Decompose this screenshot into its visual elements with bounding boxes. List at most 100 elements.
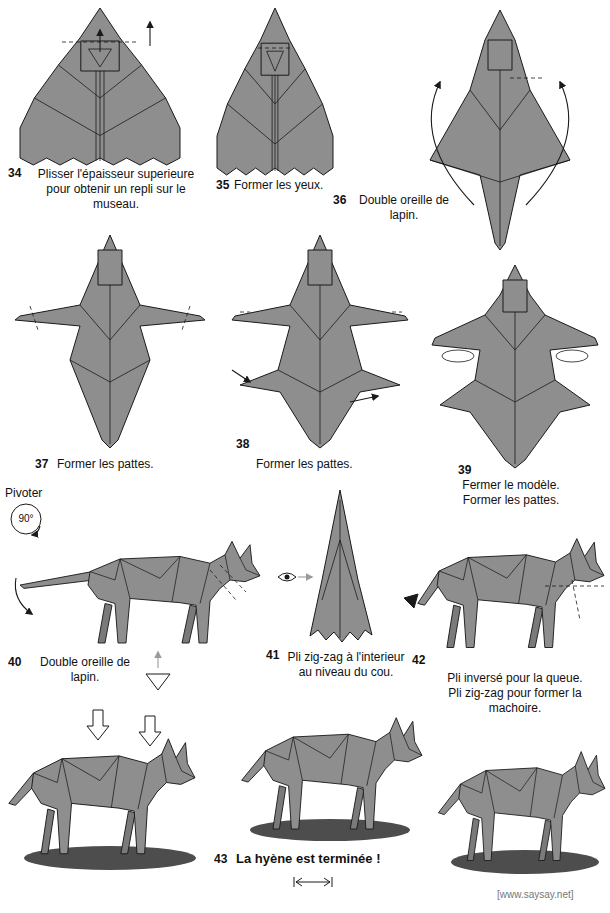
crease [200, 563, 210, 603]
turn-arrow [556, 350, 588, 362]
crease [293, 734, 348, 758]
muzzle-crease [267, 51, 284, 71]
crease [277, 75, 278, 171]
fold-arrow [149, 22, 150, 46]
scale-arrow [296, 882, 330, 883]
crease [70, 360, 150, 382]
head-fold [308, 250, 332, 285]
body [437, 539, 604, 648]
press-arrow [139, 716, 161, 746]
crease [470, 90, 530, 130]
step-number: 36 [333, 193, 346, 208]
crease [172, 556, 180, 601]
step-number: 43 [214, 852, 227, 867]
front-leg [539, 820, 552, 861]
step-caption: Former les yeux. [234, 178, 323, 193]
rotate-note: Pivoter [5, 486, 42, 501]
crease [138, 764, 148, 810]
fold-arrow [157, 652, 158, 668]
body [264, 718, 422, 829]
crease [266, 737, 294, 760]
crease [519, 555, 527, 604]
crease [58, 65, 141, 98]
crease [341, 734, 348, 784]
center-crease [515, 312, 516, 464]
crease [34, 759, 63, 783]
fold-line [220, 565, 246, 592]
crease [390, 732, 395, 760]
curved-arrow [15, 578, 32, 614]
center-crease [275, 75, 276, 171]
fold-arrow [232, 370, 250, 382]
crease [486, 768, 537, 791]
hyena-figure [9, 739, 195, 854]
crease [430, 160, 570, 182]
crease [120, 559, 130, 598]
hyena-figure [438, 752, 605, 861]
step-number: 42 [412, 653, 425, 668]
crease [485, 315, 545, 350]
step-number: 34 [8, 166, 21, 181]
hind-leg [273, 786, 286, 829]
crease [278, 370, 362, 392]
fold-line [572, 580, 580, 620]
fold-line [30, 306, 38, 330]
pivot-arrow [32, 526, 40, 535]
crease [62, 759, 71, 804]
step-caption: Double oreille de lapin. [30, 655, 140, 685]
crease [227, 104, 322, 144]
curved-arrow [431, 82, 474, 205]
body [459, 752, 605, 861]
step-caption: Former les pattes. [256, 457, 353, 472]
crease [322, 540, 340, 600]
center-crease [110, 285, 111, 444]
crease [96, 71, 97, 161]
step-number: 41 [266, 648, 279, 663]
center-crease [500, 70, 501, 246]
hind-leg [41, 809, 54, 854]
center-crease [100, 71, 101, 161]
final-caption: La hyène est terminée ! [236, 851, 381, 867]
angle-label: 90° [12, 513, 40, 526]
step-caption: Fermer le modèle. Former les pattes. [452, 478, 570, 508]
crease [588, 770, 605, 789]
crease [120, 556, 180, 578]
tail [20, 572, 94, 589]
crease [439, 558, 468, 581]
crease [293, 737, 302, 780]
front-leg [182, 605, 197, 643]
crease [104, 71, 105, 161]
crease [475, 380, 555, 402]
folded-paper [15, 235, 205, 448]
hyena-figure [418, 539, 604, 648]
crease [585, 557, 604, 576]
front-leg [528, 607, 543, 648]
step-number: 39 [458, 463, 471, 478]
head-fold [503, 280, 527, 312]
watermark: [www.saysay.net] [497, 889, 574, 902]
crease [530, 768, 537, 817]
step-caption: Former les pattes. [57, 457, 154, 472]
crease [554, 775, 563, 818]
crease [80, 305, 140, 340]
front-leg [121, 811, 135, 854]
crease [404, 736, 422, 755]
turn-arrow [442, 350, 474, 362]
step-caption: Pli inversé pour la queue. Pli zig-zag p… [440, 671, 590, 716]
fold-line [258, 48, 292, 49]
fold-arrow [99, 30, 100, 52]
crease [468, 555, 526, 578]
fold-line [210, 570, 236, 600]
step-number: 37 [35, 457, 48, 472]
crease [367, 742, 376, 786]
folded-paper [310, 490, 372, 642]
crease [570, 553, 575, 580]
crease [62, 756, 119, 781]
crease [225, 555, 230, 580]
scale-arrow [294, 877, 332, 887]
step-number: 40 [8, 655, 21, 670]
head-fold [488, 40, 512, 70]
fold-arrow [350, 396, 378, 402]
